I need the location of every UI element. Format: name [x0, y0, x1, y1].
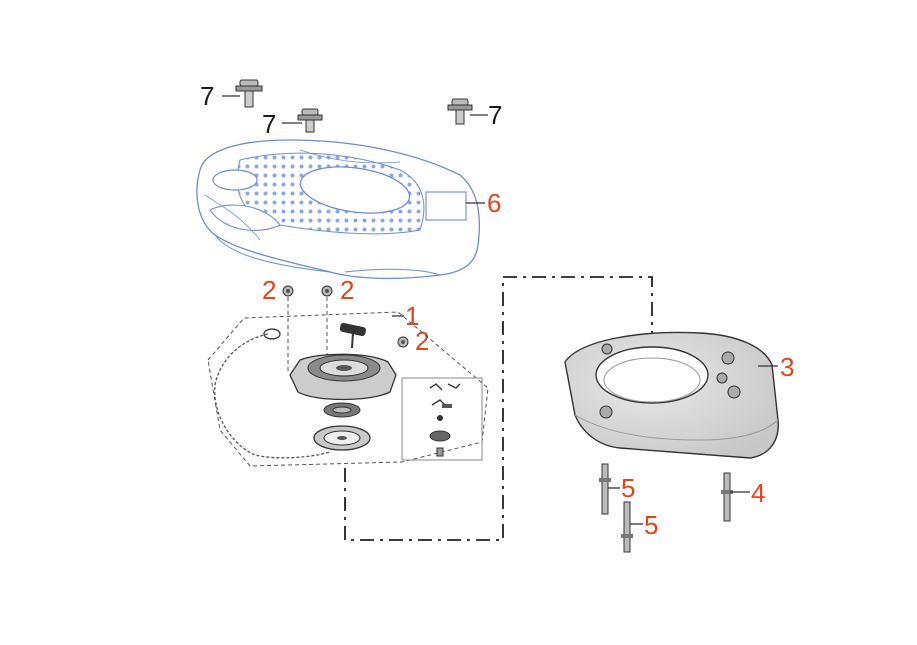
- starter-pulley: [313, 425, 371, 451]
- starter-handle: [339, 322, 366, 349]
- callout-5-upper: 5: [621, 473, 635, 503]
- starter-housing: [289, 353, 397, 401]
- callout-4: 4: [751, 478, 765, 508]
- stud-5-lower: [621, 501, 633, 553]
- callout-7-middle: 7: [262, 109, 276, 139]
- callout-6: 6: [487, 188, 501, 218]
- recoil-spring: [323, 402, 361, 418]
- nut-2-left: [282, 285, 294, 297]
- engine-cover: [196, 139, 481, 280]
- bolt-7-right: [447, 98, 473, 125]
- bolt-7-middle: [297, 108, 323, 133]
- callout-2-right: 2: [415, 326, 429, 356]
- stud-5-upper: [599, 463, 611, 515]
- bolt-7-left: [235, 79, 263, 108]
- callout-5-lower: 5: [644, 510, 658, 540]
- nut-2-right: [397, 336, 409, 348]
- rope-grip-loop: [263, 328, 281, 340]
- callout-7-right: 7: [488, 100, 502, 130]
- stud-4: [721, 472, 733, 522]
- assembly-connector: [344, 276, 653, 541]
- nut-2-middle: [321, 285, 333, 297]
- starter-rope: [214, 333, 331, 459]
- callout-3: 3: [780, 352, 794, 382]
- blower-housing: [564, 331, 779, 459]
- callout-7-left: 7: [200, 81, 214, 111]
- small-parts-box: [401, 377, 483, 461]
- callout-2-middle: 2: [340, 275, 354, 305]
- callout-2-left: 2: [262, 275, 276, 305]
- callout-1: 1: [405, 301, 419, 331]
